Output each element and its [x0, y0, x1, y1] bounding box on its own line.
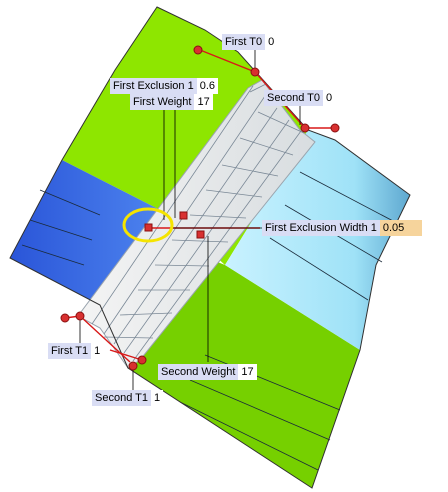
- second-t0-label[interactable]: Second T0 0: [264, 90, 336, 106]
- second-weight-name: Second Weight: [158, 364, 239, 380]
- second-weight-label[interactable]: Second Weight 17: [158, 364, 257, 380]
- first-t0-handle-end[interactable]: [250, 67, 260, 77]
- first-weight-name: First Weight: [130, 94, 195, 110]
- selection-circle: [122, 207, 174, 243]
- second-t1-value[interactable]: 1: [151, 390, 164, 406]
- first-t0-handle[interactable]: [193, 45, 203, 55]
- second-t0-name: Second T0: [264, 90, 324, 106]
- first-t1-handle-end[interactable]: [75, 311, 85, 321]
- first-t1-handle[interactable]: [60, 313, 70, 323]
- band-mesh: [91, 83, 305, 362]
- first-exclusion-label[interactable]: First Exclusion 1 0.6: [110, 78, 218, 94]
- second-t1-handle-end[interactable]: [128, 361, 138, 371]
- blue-region-left: [10, 160, 170, 305]
- exclusion-width-handle[interactable]: [196, 230, 205, 239]
- first-exclusion-width-name: First Exclusion Width 1: [262, 220, 380, 236]
- second-t1-name: Second T1: [92, 390, 152, 406]
- second-weight-value[interactable]: 17: [238, 364, 257, 380]
- first-exclusion-name: First Exclusion 1: [110, 78, 197, 94]
- exclusion-center-handle[interactable]: [144, 223, 153, 232]
- first-exclusion-width-label[interactable]: First Exclusion Width 1 0.05: [262, 220, 422, 236]
- second-t0-value[interactable]: 0: [323, 90, 336, 106]
- first-t1-value[interactable]: 1: [91, 343, 104, 359]
- first-exclusion-width-value[interactable]: 0.05: [379, 220, 422, 236]
- second-t0-handle[interactable]: [300, 123, 310, 133]
- cyan-region-right: [225, 130, 410, 350]
- first-t0-name: First T0: [222, 34, 266, 50]
- leader-lines: [79, 50, 301, 390]
- first-t0-value[interactable]: 0: [265, 34, 278, 50]
- first-exclusion-value[interactable]: 0.6: [196, 78, 218, 94]
- surface-outline: [9, 6, 411, 489]
- first-weight-value[interactable]: 17: [194, 94, 213, 110]
- first-t1-name: First T1: [48, 343, 92, 359]
- second-t0-handle-end[interactable]: [330, 123, 340, 133]
- manipulator-handles[interactable]: [60, 45, 340, 371]
- first-t1-label[interactable]: First T1 1: [48, 343, 104, 359]
- second-t1-label[interactable]: Second T1 1: [92, 390, 164, 406]
- first-t0-label[interactable]: First T0 0: [222, 34, 278, 50]
- second-t1-handle[interactable]: [137, 355, 147, 365]
- first-weight-label[interactable]: First Weight 17: [130, 94, 213, 110]
- first-weight-handle[interactable]: [179, 211, 188, 220]
